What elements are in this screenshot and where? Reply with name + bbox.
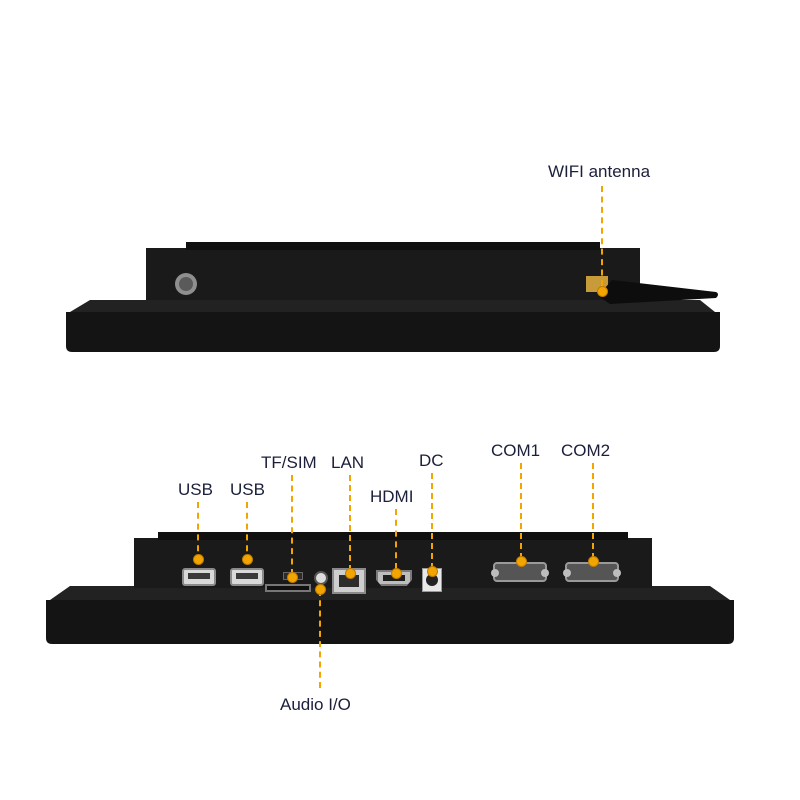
com1-label: COM1 — [491, 441, 541, 460]
com1-leader-line — [520, 463, 522, 559]
lan-leader-line — [349, 475, 351, 571]
usb1-label: USB — [178, 480, 213, 499]
dc-label: DC — [419, 451, 444, 470]
usb1-marker-dot — [193, 554, 204, 565]
com2-marker-dot — [588, 556, 599, 567]
audio-io-label: Audio I/O — [280, 695, 351, 714]
usb2-marker-dot — [242, 554, 253, 565]
tfsim-leader-line — [291, 475, 293, 575]
wifi-leader-line — [601, 186, 603, 286]
dc-leader-line — [431, 473, 433, 569]
top-device-illustration — [66, 242, 720, 352]
bottom-device-view: USB USB TF/SIM LAN HDMI DC COM1 COM2 Aud… — [0, 420, 800, 800]
audio-marker-dot — [315, 584, 326, 595]
usb2-leader-line — [246, 502, 248, 562]
bottom-device-illustration — [46, 532, 734, 644]
hdmi-leader-line — [395, 509, 397, 569]
top-device-view: WIFI antenna — [0, 0, 800, 380]
com1-marker-dot — [516, 556, 527, 567]
usb-port-2 — [230, 568, 264, 586]
dc-marker-dot — [427, 566, 438, 577]
usb2-label: USB — [230, 480, 265, 499]
wifi-antenna-label: WIFI antenna — [548, 162, 651, 181]
wifi-marker-dot — [597, 286, 608, 297]
usb-port-1 — [182, 568, 216, 586]
com2-leader-line — [592, 463, 594, 559]
audio-jack — [314, 571, 328, 585]
lan-marker-dot — [345, 568, 356, 579]
lan-label: LAN — [331, 453, 365, 472]
com2-label: COM2 — [561, 441, 611, 460]
usb1-leader-line — [197, 502, 199, 562]
hdmi-marker-dot — [391, 568, 402, 579]
tf-sim-slot — [265, 584, 311, 592]
tfsim-marker-dot — [287, 572, 298, 583]
audio-leader-line — [319, 590, 321, 688]
hdmi-label: HDMI — [370, 487, 414, 506]
tfsim-label: TF/SIM — [261, 453, 317, 472]
